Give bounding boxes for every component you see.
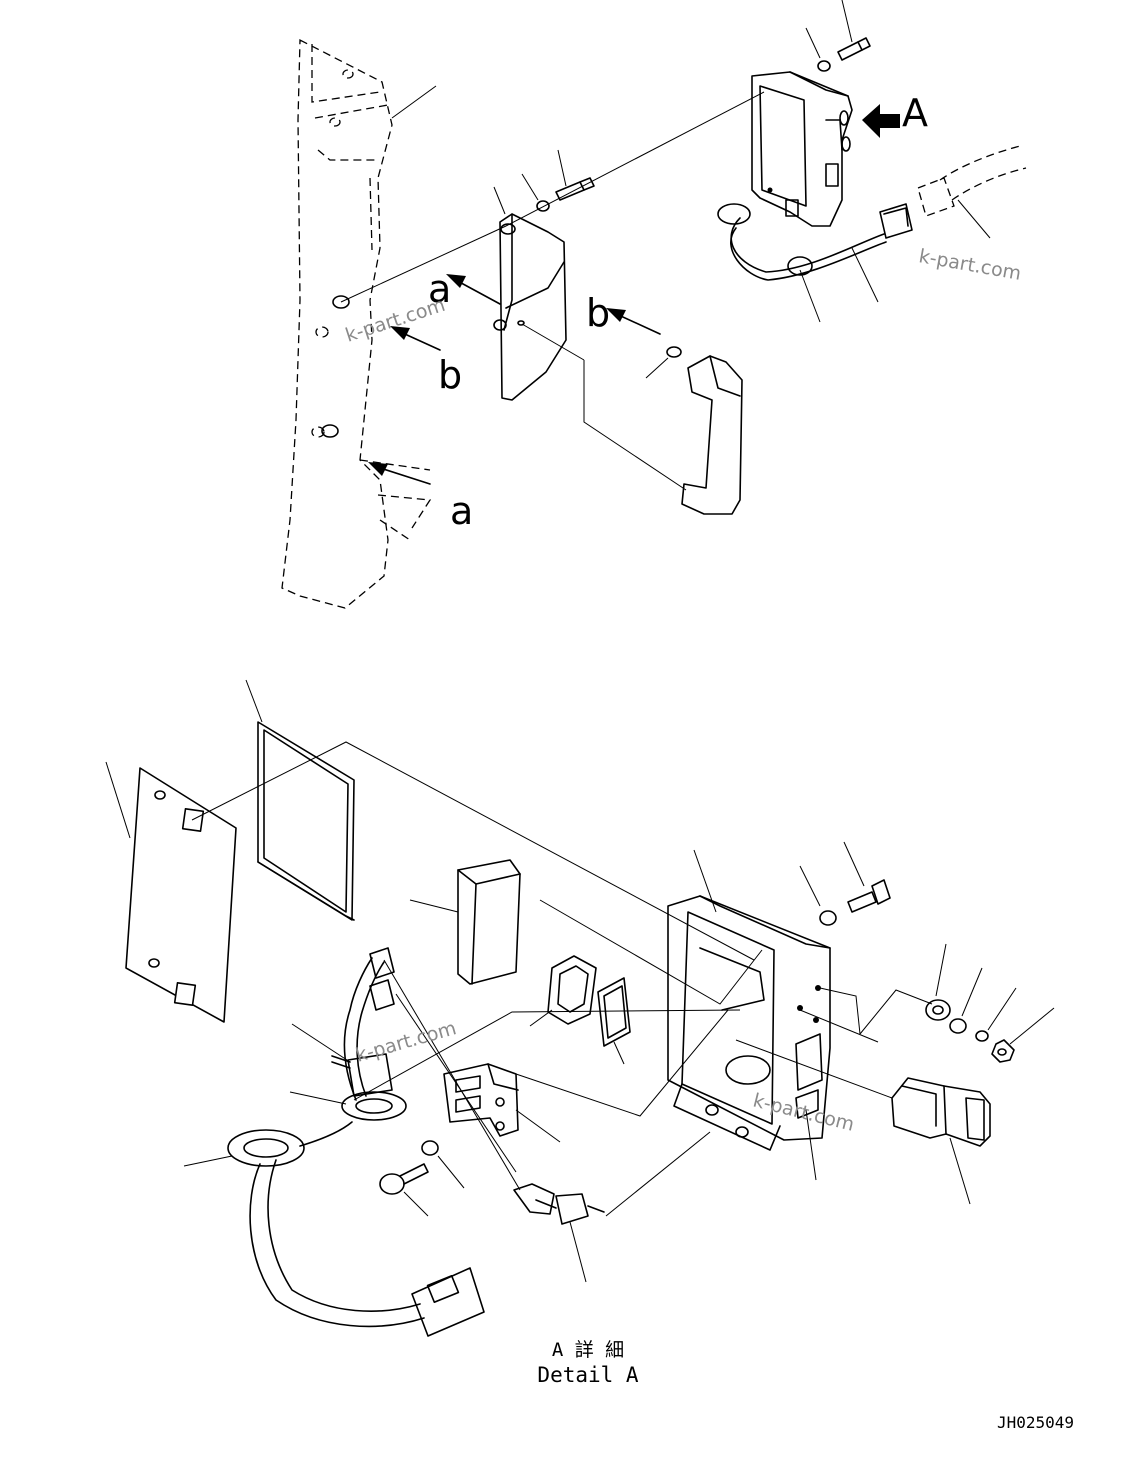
leader-grommet-top bbox=[799, 269, 821, 323]
ref-label-b-1: b bbox=[438, 353, 462, 397]
ref-label-b-2: b bbox=[586, 291, 610, 335]
ring-gaskets bbox=[547, 955, 631, 1047]
leader-screw bbox=[403, 1191, 429, 1217]
leader-bolt-small bbox=[557, 149, 567, 187]
handle-top bbox=[666, 346, 743, 515]
connection-lines-top bbox=[340, 91, 765, 491]
bolt-housing bbox=[819, 879, 891, 926]
seal-gasket bbox=[257, 721, 355, 921]
bolt-small-top bbox=[536, 177, 595, 212]
mount-bracket bbox=[443, 1063, 519, 1137]
leader-ring-1 bbox=[529, 1009, 553, 1027]
leader-washer-screw bbox=[437, 1155, 465, 1189]
detail-title-en: Detail A bbox=[537, 1363, 639, 1387]
leader-mount-bracket bbox=[515, 1109, 561, 1143]
switch-box-top bbox=[751, 71, 853, 227]
view-arrow-icon bbox=[862, 104, 900, 138]
leader-washer-a bbox=[935, 943, 947, 997]
leader-cover bbox=[493, 186, 506, 215]
leader-washer-housing bbox=[799, 865, 821, 907]
connection-lines-bottom bbox=[191, 741, 933, 1217]
view-label-a: A bbox=[902, 91, 928, 135]
cover-plate-top bbox=[493, 213, 567, 401]
rocker-switch bbox=[891, 1077, 991, 1147]
leader-grommet-large bbox=[183, 1155, 233, 1167]
toggle-switch bbox=[513, 1183, 605, 1225]
leader-housing-slot bbox=[805, 1109, 817, 1181]
drawing-id: JH025049 bbox=[997, 1413, 1074, 1432]
leader-toggle bbox=[569, 1221, 587, 1283]
leader-rocker bbox=[949, 1137, 971, 1205]
leader-washer-top-right bbox=[805, 27, 821, 59]
leader-nut-a bbox=[961, 967, 983, 1017]
angle-bracket bbox=[457, 859, 521, 985]
harness-top bbox=[717, 145, 1027, 281]
leader-grommet-small bbox=[289, 1091, 347, 1105]
leader-washer-b bbox=[987, 987, 1017, 1031]
watermark-1: k-part.com bbox=[343, 294, 448, 347]
leader-angle-bracket bbox=[409, 899, 459, 913]
leader-harness-top bbox=[851, 247, 879, 303]
leader-washer-small bbox=[521, 173, 539, 201]
leader-seal bbox=[245, 679, 263, 723]
harness-bottom bbox=[227, 947, 485, 1337]
leader-ring-2 bbox=[613, 1041, 625, 1065]
screw-washer bbox=[379, 1140, 439, 1195]
leader-bolt-top-right bbox=[841, 0, 853, 43]
switch-housing bbox=[667, 895, 831, 1151]
cab-pillar bbox=[281, 38, 432, 609]
detail-title-jp: A 詳 細 bbox=[552, 1339, 624, 1361]
leader-bolt-housing bbox=[843, 841, 865, 887]
leader-panel-plate bbox=[105, 761, 131, 839]
watermark-4: k-part.com bbox=[751, 1090, 857, 1136]
bolt-top-right bbox=[817, 37, 871, 72]
ref-arrows-top bbox=[368, 274, 661, 485]
ref-label-a-2: a bbox=[450, 489, 473, 533]
leader-connector-top bbox=[957, 199, 991, 239]
leader-harness-plug bbox=[291, 1023, 351, 1063]
leader-nut-b bbox=[1009, 1007, 1055, 1045]
ref-label-a-1: a bbox=[428, 267, 451, 311]
nut-washer-stack bbox=[925, 999, 1015, 1063]
leader-pillar bbox=[391, 85, 437, 119]
leader-housing bbox=[693, 849, 717, 913]
watermark-2: k-part.com bbox=[917, 245, 1023, 285]
leader-washer-handle bbox=[645, 357, 669, 379]
